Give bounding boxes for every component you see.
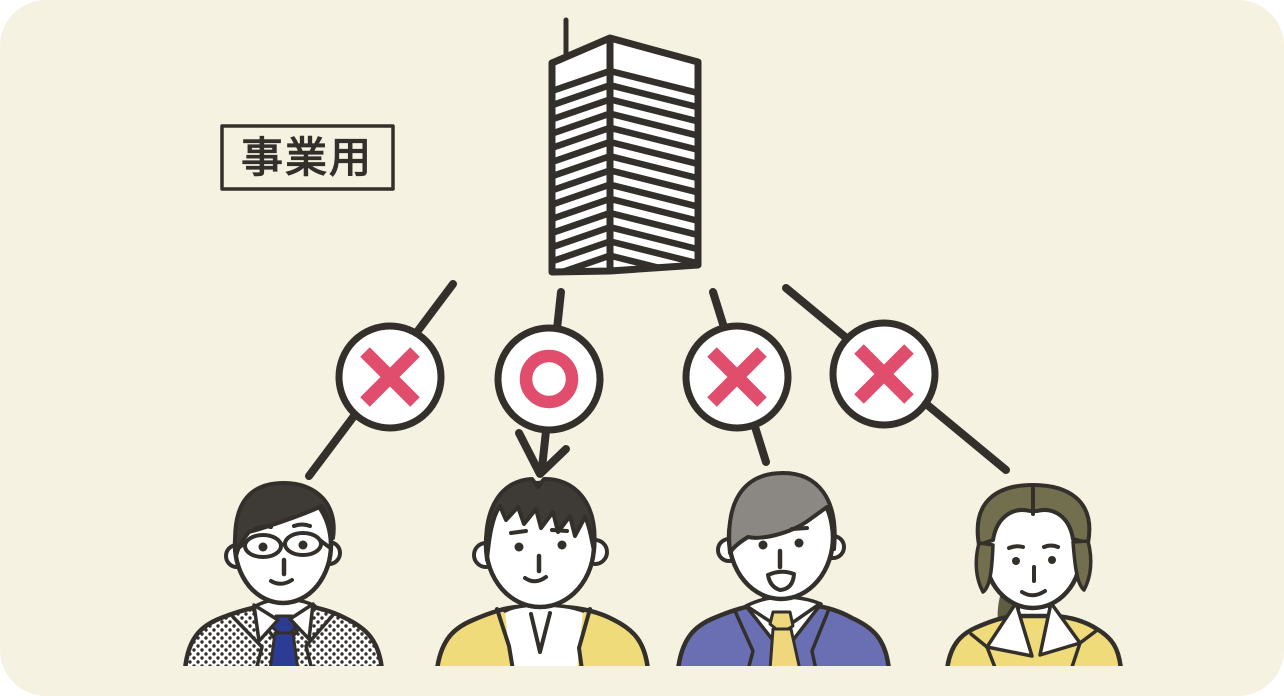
lapel-left	[985, 645, 997, 666]
cardigan-edge-left	[495, 607, 515, 666]
lapel-left	[733, 609, 755, 666]
mouth	[1020, 589, 1047, 598]
people-row	[183, 471, 1123, 666]
person-woman-yellow-blazer	[945, 483, 1123, 666]
status-circle-2	[494, 324, 604, 434]
eye-left	[758, 540, 768, 550]
eye-left	[514, 542, 524, 552]
building-icon	[548, 17, 702, 276]
collar-left	[985, 601, 1034, 658]
tie-blade	[768, 627, 801, 666]
hair	[233, 481, 336, 558]
hair	[975, 483, 1092, 547]
status-circles	[335, 319, 939, 434]
label-text: 事業用	[241, 134, 373, 181]
eyebrow-right	[292, 522, 312, 528]
eye-left	[258, 542, 268, 552]
eyebrow-left	[253, 524, 273, 531]
tie-blade	[269, 631, 299, 666]
eyebrow-right	[550, 528, 569, 533]
hair	[727, 471, 837, 555]
down-arrow-icon	[515, 429, 570, 478]
eyebrow-left	[1007, 544, 1025, 550]
cardigan-edge-right	[577, 607, 592, 666]
eyebrow-left	[509, 529, 528, 535]
collar-right	[1038, 601, 1082, 657]
hair-curtain-left	[974, 541, 995, 594]
cross-mark-icon	[360, 347, 420, 407]
mouth	[269, 578, 294, 586]
eye-right	[1048, 556, 1056, 564]
eye-right	[298, 540, 308, 550]
lapel-right	[304, 613, 335, 666]
cross-mark-icon	[707, 347, 767, 407]
hair	[484, 476, 597, 562]
lapel-right	[810, 607, 831, 666]
circle-mark-icon	[519, 349, 579, 409]
lapel-notch-left	[969, 632, 989, 649]
lapel-right	[1070, 641, 1082, 666]
eye-right	[557, 540, 567, 550]
person-man-yellow-cardigan	[435, 476, 650, 666]
person-man-with-glasses	[183, 481, 384, 666]
person-man-blue-suit	[676, 471, 891, 666]
hair-curtain-right	[1071, 539, 1093, 592]
collar-left	[252, 603, 280, 643]
lapel-notch-right	[1078, 629, 1098, 645]
business-use-label: 事業用	[220, 124, 395, 191]
cross-mark-icon	[854, 344, 914, 404]
shirt-v-notch	[529, 611, 552, 654]
eye-left	[1012, 557, 1020, 565]
lapel-left	[231, 615, 264, 666]
open-smile-mouth	[766, 569, 796, 592]
eyebrow-right	[1042, 543, 1060, 549]
mouth	[523, 575, 548, 584]
label-frame	[220, 124, 395, 191]
collar-right	[288, 602, 315, 641]
collar-right	[790, 603, 820, 625]
eyebrow-right	[790, 526, 809, 531]
eye-right	[794, 538, 804, 548]
